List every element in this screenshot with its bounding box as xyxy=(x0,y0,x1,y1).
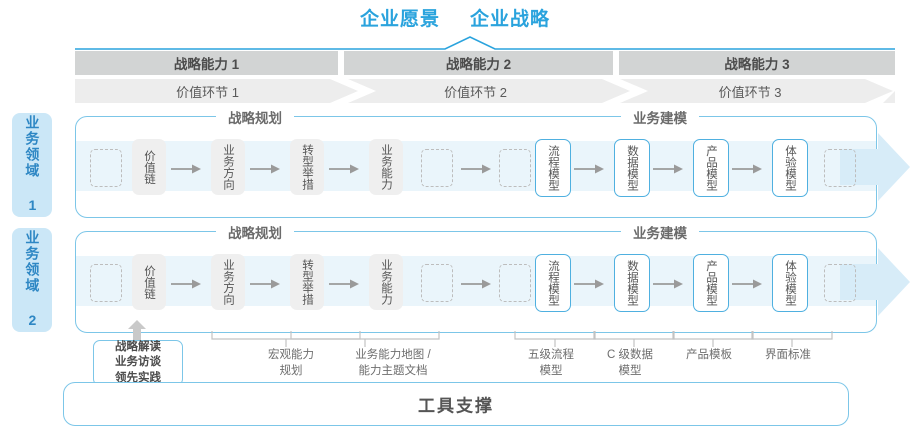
node-process-model-2[interactable]: 流程模型 xyxy=(535,254,571,312)
node-label: 业务方向 xyxy=(222,144,235,190)
value-cell-2[interactable]: 价值环节 2 xyxy=(444,84,507,100)
arrow-right-icon xyxy=(732,279,762,289)
node-label: 产品模型 xyxy=(705,145,718,191)
arrow-right-icon xyxy=(461,279,491,289)
node-business-capability-1[interactable]: 业务能力 xyxy=(369,139,403,195)
section-title-modeling-1: 业务建模 xyxy=(621,107,699,127)
flow-tail-arrow-1 xyxy=(840,133,910,201)
arrow-up-icon xyxy=(128,320,146,342)
node-label: 体验模型 xyxy=(784,260,797,306)
node-label: 体验模型 xyxy=(784,145,797,191)
node-label: 业务方向 xyxy=(222,259,235,305)
capability-cell-1[interactable]: 战略能力 1 xyxy=(75,51,339,75)
title-enterprise-strategy: 企业战略 xyxy=(470,9,551,30)
section-title-strategy-1: 战略规划 xyxy=(216,107,294,127)
value-chain-bar: 价值环节 1 价值环节 2 价值环节 3 xyxy=(75,79,895,103)
arrow-right-icon xyxy=(574,164,604,174)
sidebar-item-business-domain-2[interactable]: 业务领域 2 xyxy=(12,228,52,332)
capability-bar: 战略能力 1 战略能力 2 战略能力 3 xyxy=(75,51,895,75)
arrow-right-icon xyxy=(329,279,359,289)
node-business-direction-2[interactable]: 业务方向 xyxy=(211,254,245,310)
sidebar-item-label-2: 业务领域 2 xyxy=(24,230,41,330)
tool-brackets xyxy=(211,331,833,347)
flow-band-2 xyxy=(76,256,876,306)
capability-cell-3[interactable]: 战略能力 3 xyxy=(619,51,895,75)
node-label: 数据模型 xyxy=(626,260,639,306)
node-label: 业务能力 xyxy=(380,259,393,305)
node-transformation-initiative-2[interactable]: 转型举措 xyxy=(290,254,324,310)
sidebar-item-label-1: 业务领域 1 xyxy=(24,115,41,215)
capability-cell-2[interactable]: 战略能力 2 xyxy=(344,51,614,75)
tool-label-capability-map: 业务能力地图 /能力主题文档 xyxy=(355,349,431,377)
node-value-chain-2[interactable]: 价值链 xyxy=(132,254,166,310)
placeholder-node-mid2-1 xyxy=(499,149,531,187)
domain-row-2: 战略规划 业务建模 价值链 业务方向 转型举措 业务能力 xyxy=(75,222,910,333)
placeholder-node-end-2 xyxy=(824,264,856,302)
node-label: 流程模型 xyxy=(547,260,560,306)
flow-tail-arrow-2 xyxy=(840,248,910,316)
tool-support-container: 工具支撑 xyxy=(63,382,849,426)
domain-row-1: 战略规划 业务建模 价值链 业务方向 转型举措 业务能力 xyxy=(75,107,910,218)
node-label: 业务能力 xyxy=(380,144,393,190)
node-label: 数据模型 xyxy=(626,145,639,191)
node-experience-model-1[interactable]: 体验模型 xyxy=(772,139,808,197)
node-value-chain-1[interactable]: 价值链 xyxy=(132,139,166,195)
placeholder-node-mid-2 xyxy=(421,264,453,302)
node-data-model-1[interactable]: 数据模型 xyxy=(614,139,650,197)
node-product-model-1[interactable]: 产品模型 xyxy=(693,139,729,197)
arrow-right-icon xyxy=(171,279,201,289)
sidebar-item-business-domain-1[interactable]: 业务领域 1 xyxy=(12,113,52,217)
section-title-modeling-2: 业务建模 xyxy=(621,222,699,242)
tool-label-five-level-process: 五级流程模型 xyxy=(528,349,574,377)
placeholder-node-mid-1 xyxy=(421,149,453,187)
node-label: 流程模型 xyxy=(547,145,560,191)
node-transformation-initiative-1[interactable]: 转型举措 xyxy=(290,139,324,195)
tool-support-label: 工具支撑 xyxy=(418,396,494,416)
node-process-model-1[interactable]: 流程模型 xyxy=(535,139,571,197)
value-chain-labels: 价值环节 1 价值环节 2 价值环节 3 xyxy=(75,79,895,103)
arrow-right-icon xyxy=(653,279,683,289)
arrow-right-icon xyxy=(329,164,359,174)
flow-band-1 xyxy=(76,141,876,191)
node-label: 转型举措 xyxy=(301,144,314,190)
node-data-model-2[interactable]: 数据模型 xyxy=(614,254,650,312)
tool-source-box-label: 战略解读业务访谈领先实践 xyxy=(115,341,161,384)
arrow-right-icon xyxy=(653,164,683,174)
node-label: 价值链 xyxy=(143,149,156,185)
tool-label-ui-standard: 界面标准 xyxy=(765,349,811,361)
placeholder-node-start-1 xyxy=(90,149,122,187)
node-experience-model-2[interactable]: 体验模型 xyxy=(772,254,808,312)
tool-label-macro-capability: 宏观能力规划 xyxy=(268,349,314,377)
value-chain-chevron-shape xyxy=(75,79,895,103)
arrow-right-icon xyxy=(171,164,201,174)
placeholder-node-end-1 xyxy=(824,149,856,187)
node-label: 产品模型 xyxy=(705,260,718,306)
node-business-capability-2[interactable]: 业务能力 xyxy=(369,254,403,310)
node-product-model-2[interactable]: 产品模型 xyxy=(693,254,729,312)
section-title-strategy-2: 战略规划 xyxy=(216,222,294,242)
node-label: 价值链 xyxy=(143,264,156,300)
vision-strategy-bracket-line xyxy=(75,36,895,50)
tool-source-box[interactable]: 战略解读业务访谈领先实践 xyxy=(93,340,183,386)
arrow-right-icon xyxy=(461,164,491,174)
placeholder-node-start-2 xyxy=(90,264,122,302)
value-cell-3[interactable]: 价值环节 3 xyxy=(718,84,782,100)
arrow-right-icon xyxy=(250,164,280,174)
arrow-right-icon xyxy=(732,164,762,174)
arrow-right-icon xyxy=(574,279,604,289)
title-enterprise-vision: 企业愿景 xyxy=(359,9,440,30)
top-titles: 企业愿景 企业战略 xyxy=(0,4,910,31)
placeholder-node-mid2-2 xyxy=(499,264,531,302)
node-label: 转型举措 xyxy=(301,259,314,305)
tool-label-c-level-data: C 级数据模型 xyxy=(607,349,653,377)
arrow-right-icon xyxy=(250,279,280,289)
value-cell-1[interactable]: 价值环节 1 xyxy=(176,84,239,100)
node-business-direction-1[interactable]: 业务方向 xyxy=(211,139,245,195)
tool-label-product-template: 产品模板 xyxy=(686,349,732,361)
